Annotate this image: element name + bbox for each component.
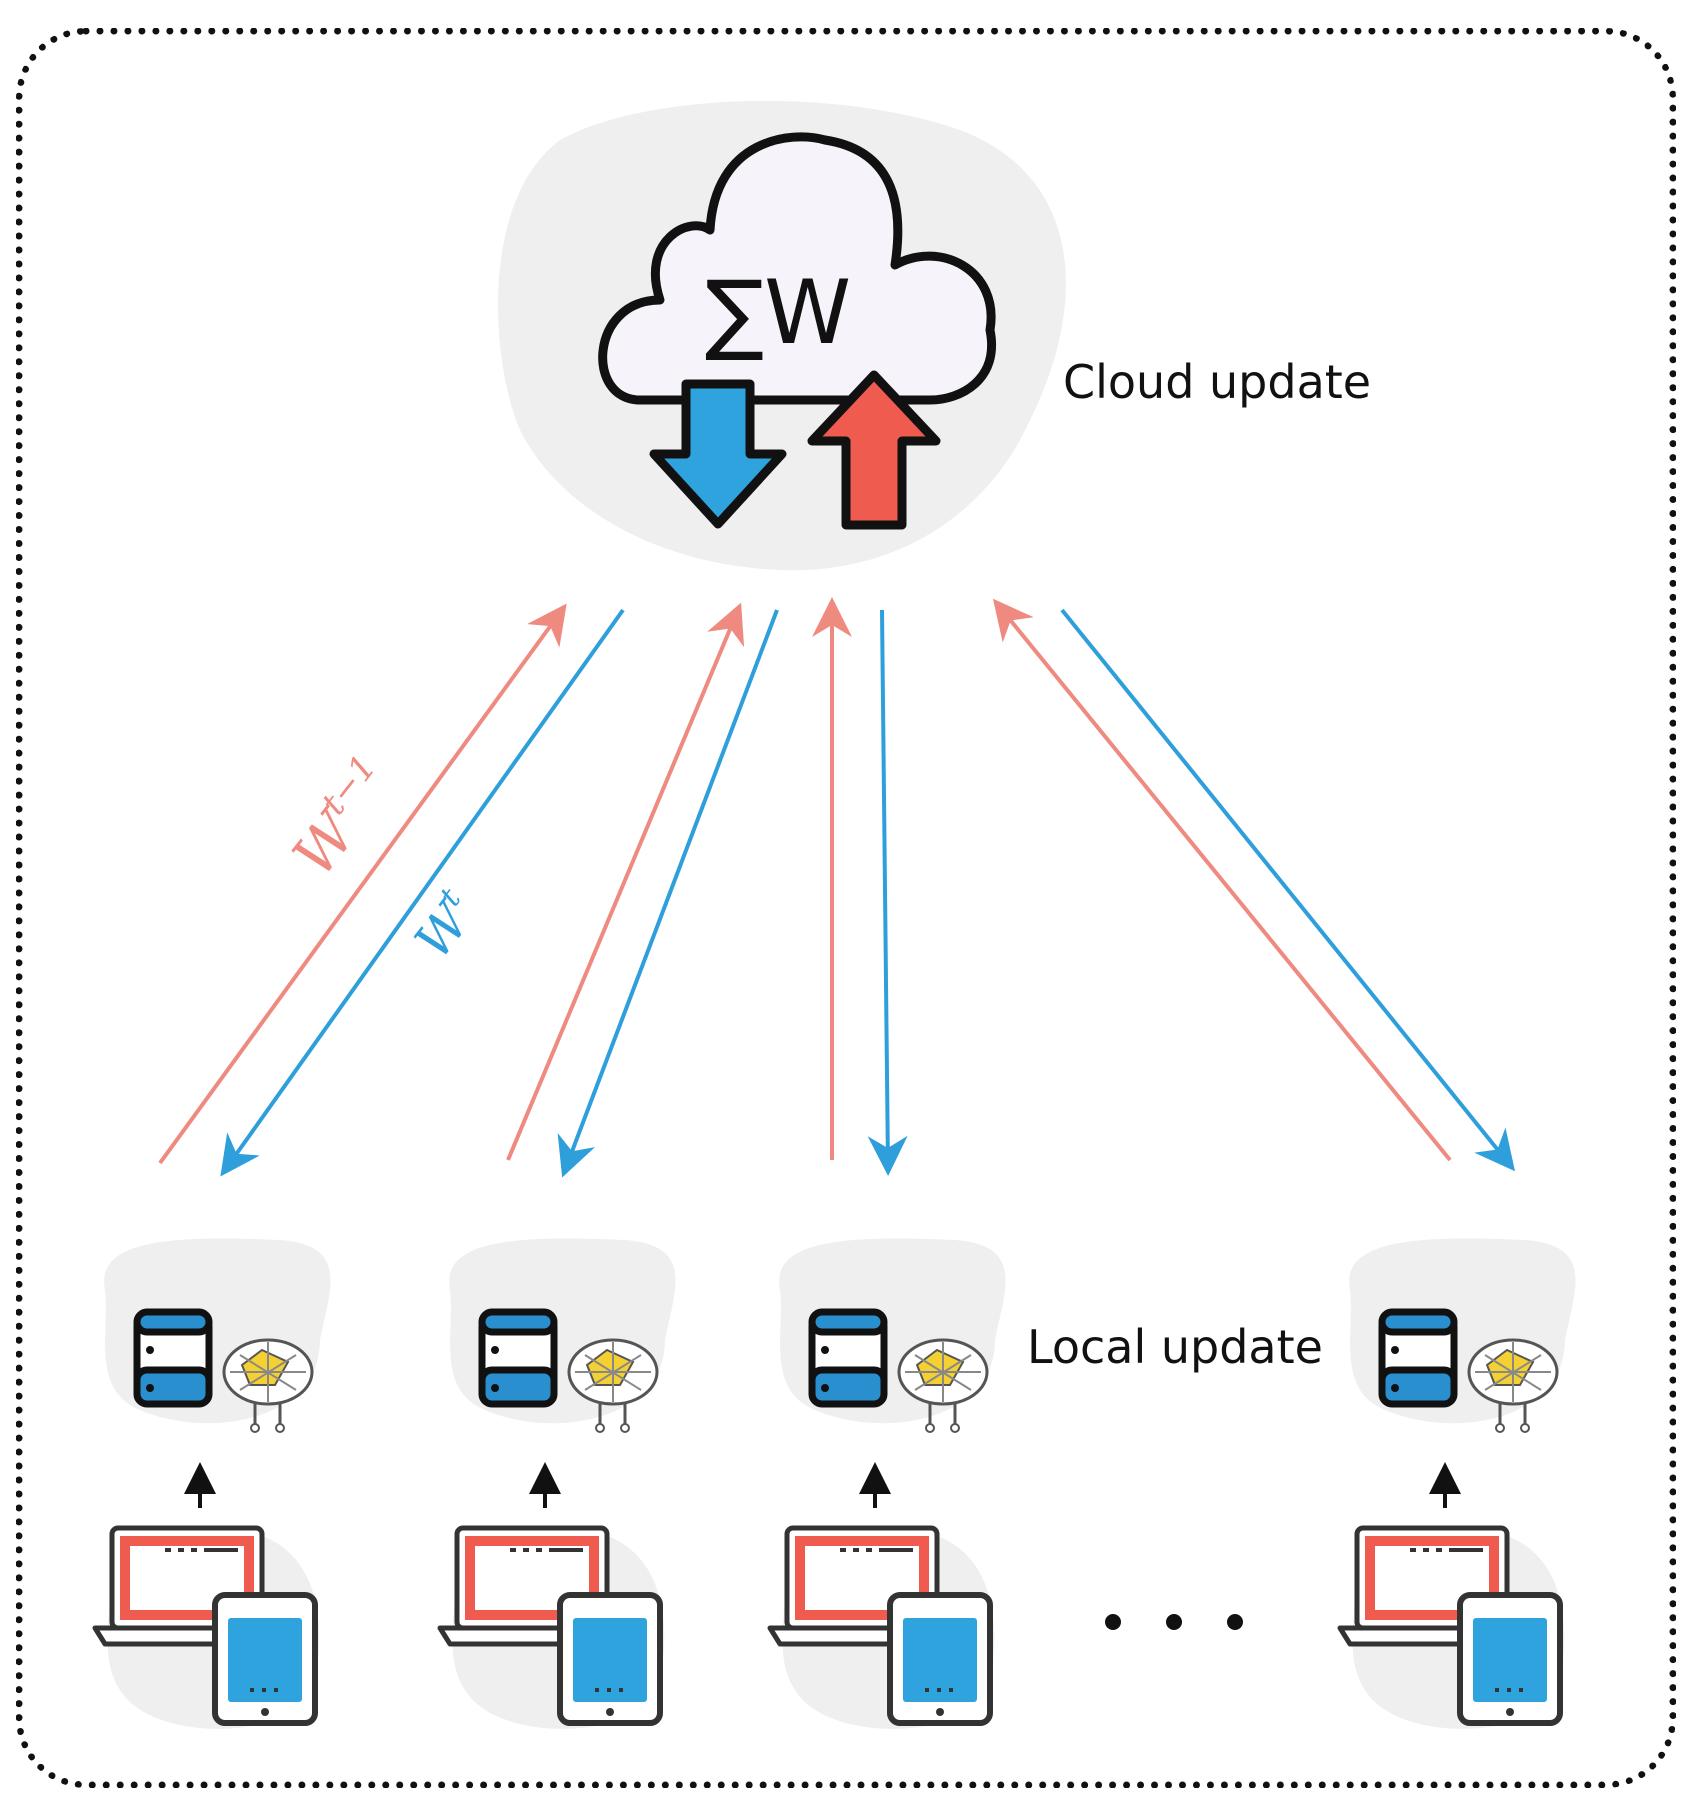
upload-arrow-2 (506, 602, 745, 1161)
clients-row (92, 1238, 1576, 1729)
curr-weight-label: Wt (401, 881, 489, 969)
aggregate-symbol: ∑W (705, 261, 851, 364)
client-3 (767, 1238, 1006, 1729)
prev-weight-base: W (279, 796, 372, 888)
svg-text:Wt−1: Wt−1 (277, 748, 409, 889)
database-icon (133, 1308, 213, 1408)
neural-brain-icon (222, 1338, 314, 1433)
neural-brain-icon (567, 1338, 659, 1433)
upload-arrow-1 (158, 603, 567, 1165)
upload-arrow-icon (807, 370, 941, 530)
neural-brain-icon (897, 1338, 989, 1433)
tablet-icon (887, 1592, 993, 1726)
database-icon (1378, 1308, 1458, 1408)
dotted-frame (16, 28, 1676, 1788)
local-update-label: Local update (1027, 1320, 1323, 1374)
download-arrow-4 (1060, 608, 1516, 1172)
database-icon (478, 1308, 558, 1408)
database-icon (808, 1308, 888, 1408)
prev-weight-label: Wt−1 (277, 748, 409, 889)
client-n (1337, 1238, 1576, 1729)
weight-exchange-arrows (158, 597, 1516, 1178)
download-arrow-icon (649, 379, 787, 529)
download-arrow-3 (867, 609, 908, 1176)
tablet-icon (1457, 1592, 1563, 1726)
download-arrow-2 (557, 609, 779, 1178)
client-1 (92, 1238, 331, 1729)
svg-text:Wt: Wt (401, 881, 489, 969)
ellipsis-dots (1105, 1614, 1243, 1630)
cloud-update-label: Cloud update (1063, 355, 1372, 409)
tablet-icon (212, 1592, 318, 1726)
client-2 (437, 1238, 676, 1729)
tablet-icon (557, 1592, 663, 1726)
download-arrow-1 (220, 608, 625, 1177)
neural-brain-icon (1467, 1338, 1559, 1433)
cloud-aggregation-icon (598, 132, 996, 405)
cloud-server: ∑W (497, 100, 1066, 571)
upload-arrow-4 (992, 598, 1452, 1162)
